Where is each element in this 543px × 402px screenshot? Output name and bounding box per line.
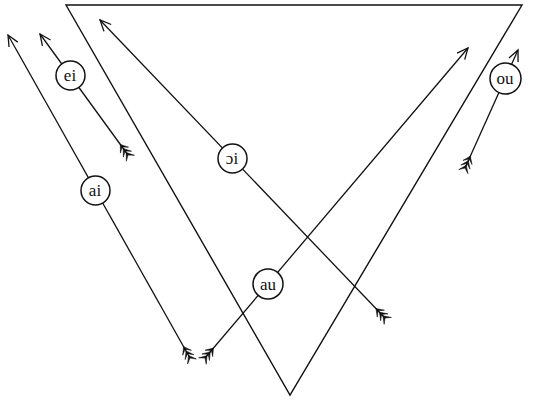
arrow-fletching — [383, 316, 385, 325]
arrow-shaft — [40, 34, 128, 155]
arrow-fletching — [379, 312, 381, 321]
diphthong-circle: au — [252, 268, 284, 300]
arrow-head — [100, 20, 111, 31]
circle-shape — [81, 176, 110, 205]
diphthong-label: ɔi — [226, 150, 238, 167]
diphthong-circle: ei — [55, 60, 86, 91]
diphthong-circle: ou — [489, 62, 522, 95]
vowel-triangle — [66, 5, 522, 395]
arrow-head — [40, 34, 51, 46]
diphthong-label: ou — [497, 70, 514, 87]
arrow-fletching — [185, 351, 187, 360]
arrow-shaft — [205, 48, 468, 358]
arrow-fletching — [120, 144, 122, 153]
arrow-fletching — [188, 355, 190, 364]
diphthong-label: ei — [64, 67, 76, 84]
arrow-fletching — [459, 165, 466, 169]
arrow-shaft — [8, 35, 190, 358]
circle-shape — [56, 61, 85, 90]
circle-shape — [253, 269, 283, 299]
diphthong-label: au — [260, 276, 276, 293]
arrow-fletching — [463, 156, 470, 160]
diphthong-arrows — [8, 20, 518, 364]
arrow-fletching — [183, 347, 185, 356]
arrow-fletching — [202, 352, 210, 354]
arrow-head — [509, 50, 518, 62]
diphthong-circle: ai — [80, 175, 111, 206]
arrow-fletching — [461, 161, 468, 165]
arrow-fletching — [123, 149, 125, 158]
arrow-fletching — [199, 356, 207, 358]
arrow-head — [8, 35, 18, 47]
diphthong-label: ai — [89, 182, 101, 199]
circle-shape — [218, 144, 247, 173]
arrow-head — [457, 48, 468, 60]
circle-shape — [490, 63, 521, 94]
diphthong-circle: ɔi — [217, 143, 248, 174]
arrow-fletching — [205, 348, 213, 350]
arrow-fletching — [376, 309, 378, 318]
arrow-fletching — [126, 153, 128, 162]
